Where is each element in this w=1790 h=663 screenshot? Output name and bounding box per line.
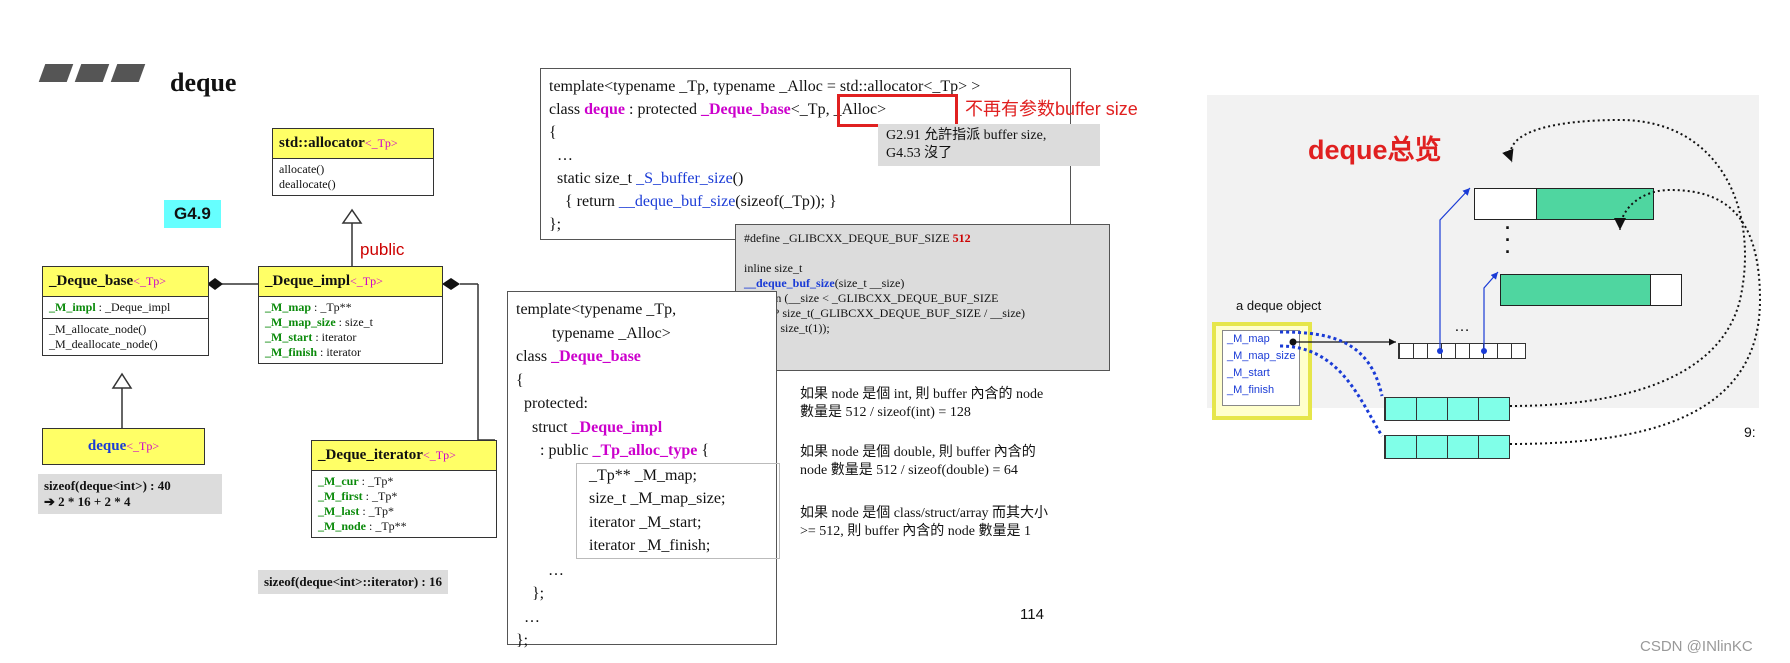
vertical-ellipsis: ··· bbox=[1505, 218, 1511, 262]
page-number-fragment: 9: bbox=[1744, 424, 1756, 440]
deque-base-method: _M_deallocate_node() bbox=[49, 337, 158, 351]
page-title: deque bbox=[170, 68, 237, 97]
buffer-top-filled bbox=[1536, 188, 1654, 220]
iterator-field: _M_node : _Tp** bbox=[318, 519, 407, 533]
uml-deque-iterator-header: _Deque_iterator<_Tp> bbox=[312, 441, 496, 471]
code-block-define: #define _GLIBCXX_DEQUE_BUF_SIZE 512 inli… bbox=[735, 224, 1110, 371]
impl-field: _M_map_size : size_t bbox=[265, 315, 373, 329]
uml-deque-base-header: _Deque_base<_Tp> bbox=[43, 267, 208, 297]
highlight-box bbox=[837, 94, 958, 127]
footer-watermark: CSDN @INlinKC bbox=[1640, 638, 1753, 655]
buffer-second bbox=[1650, 274, 1682, 306]
version-badge: G4.9 bbox=[164, 200, 221, 228]
buffer-start bbox=[1384, 397, 1510, 421]
gray-note-g291: G2.91 允許指派 buffer size, G4.53 沒了 bbox=[878, 124, 1100, 166]
iterator-field: _M_last : _Tp* bbox=[318, 504, 394, 518]
deque-object-inner: _M_map _M_map_size _M_start _M_finish bbox=[1222, 330, 1300, 406]
deque-object-label: a deque object bbox=[1236, 298, 1322, 313]
overview-title: deque总览 bbox=[1308, 135, 1442, 165]
buffer-note-class: 如果 node 是個 class/struct/array 而其大小>= 512… bbox=[800, 506, 1049, 539]
sizeof-iterator-note: sizeof(deque<int>::iterator) : 16 bbox=[258, 570, 448, 594]
impl-field: _M_start : iterator bbox=[265, 330, 357, 344]
overview-arrows bbox=[1279, 118, 1762, 445]
buffer-finish bbox=[1384, 435, 1510, 459]
uml-deque: deque<_Tp> bbox=[42, 428, 205, 465]
allocator-method: allocate() bbox=[279, 162, 325, 176]
uml-allocator-header: std::allocator<_Tp> bbox=[273, 129, 433, 159]
map-ellipsis: … bbox=[1454, 318, 1470, 335]
page-number: 114 bbox=[1020, 606, 1044, 623]
iterator-field: _M_cur : _Tp* bbox=[318, 474, 394, 488]
uml-deque-header: deque<_Tp> bbox=[43, 429, 204, 464]
deque-base-method: _M_allocate_node() bbox=[49, 322, 147, 336]
uml-deque-iterator: _Deque_iterator<_Tp> _M_cur : _Tp* _M_fi… bbox=[311, 440, 497, 538]
public-label: public bbox=[360, 240, 405, 259]
red-annotation: 不再有参数buffer size bbox=[965, 99, 1138, 119]
uml-deque-impl: _Deque_impl<_Tp> _M_map : _Tp** _M_map_s… bbox=[258, 266, 443, 364]
sizeof-deque-note: sizeof(deque<int>) : 40 ➔ 2 * 16 + 2 * 4 bbox=[38, 474, 222, 514]
uml-allocator: std::allocator<_Tp> allocate() deallocat… bbox=[272, 128, 434, 196]
allocator-method: deallocate() bbox=[279, 177, 336, 191]
buffer-second-filled bbox=[1500, 274, 1652, 306]
uml-connectors bbox=[111, 208, 495, 441]
map-array bbox=[1398, 343, 1526, 359]
uml-deque-base: _Deque_base<_Tp> _M_impl : _Deque_impl _… bbox=[42, 266, 209, 356]
impl-field: _M_finish : iterator bbox=[265, 345, 361, 359]
uml-deque-impl-header: _Deque_impl<_Tp> bbox=[259, 267, 442, 297]
code-block-deque-base: template<typename _Tp, typename _Alloc>c… bbox=[507, 291, 780, 649]
impl-field: _M_map : _Tp** bbox=[265, 300, 352, 314]
iterator-field: _M_first : _Tp* bbox=[318, 489, 398, 503]
